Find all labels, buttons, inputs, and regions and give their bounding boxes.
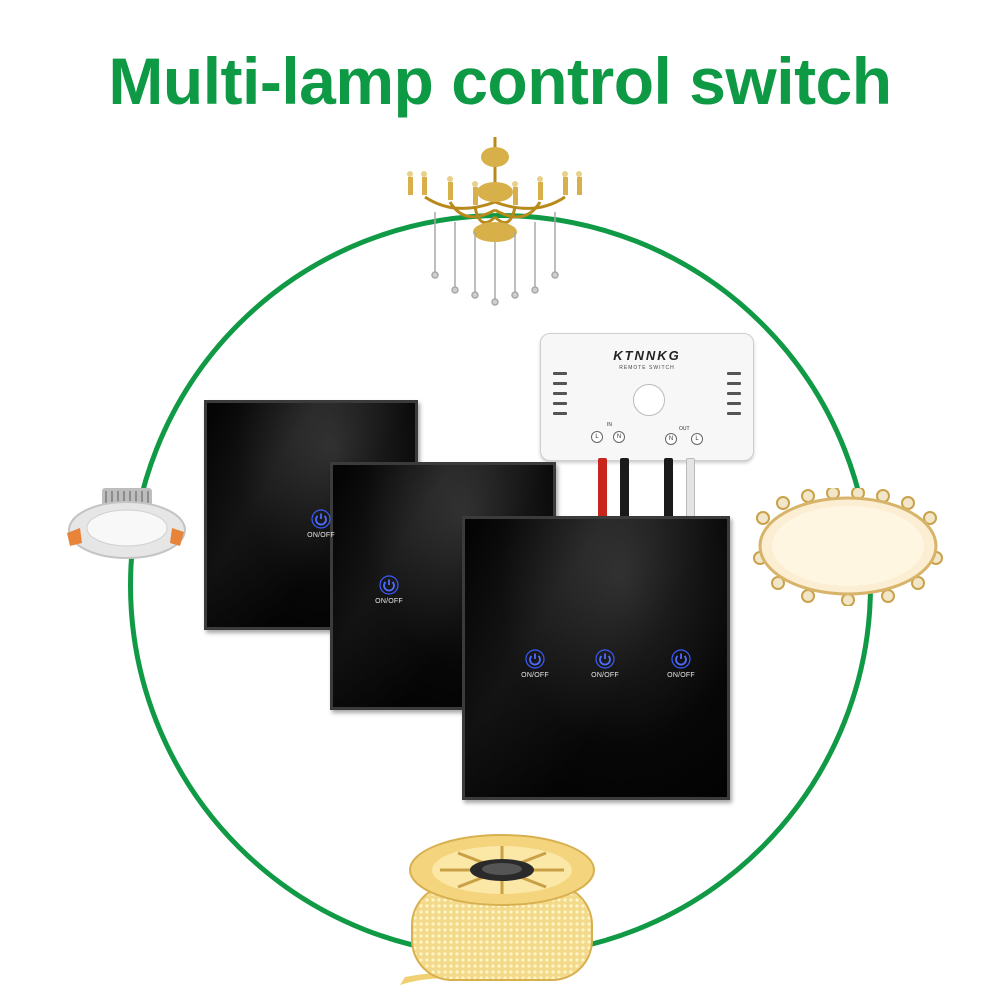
key-label: ON/OFF [375, 598, 403, 605]
chandelier-icon [407, 137, 582, 306]
led-strip-icon [400, 834, 595, 985]
terminal-out-label: OUT [679, 426, 690, 432]
downlight-icon [67, 488, 186, 559]
terminal-in-label: IN [607, 422, 612, 428]
key-label: ON/OFF [307, 532, 335, 539]
wire-white [686, 458, 695, 520]
terminal-in-n: N [613, 431, 625, 443]
module-brand: KTNNKG [613, 348, 681, 363]
vent [553, 382, 567, 385]
power-icon [671, 649, 691, 669]
vent [727, 392, 741, 395]
remote-switch-module: KTNNKG REMOTE SWITCH IN OUT L N N L [540, 333, 754, 461]
terminal-in-l: L [591, 431, 603, 443]
module-pairing-button[interactable] [633, 384, 665, 416]
vent [553, 392, 567, 395]
wire-black [620, 458, 629, 518]
vent [727, 382, 741, 385]
key-label: ON/OFF [521, 672, 549, 679]
vent [553, 412, 567, 415]
vent [727, 372, 741, 375]
switch-key-2[interactable]: ON/OFF [575, 649, 635, 679]
power-icon [311, 509, 331, 529]
wire-black-out [664, 458, 673, 520]
key-label: ON/OFF [591, 672, 619, 679]
switch-key[interactable]: ON/OFF [359, 575, 419, 605]
vent [553, 402, 567, 405]
module-subtitle: REMOTE SWITCH [619, 365, 675, 371]
switch-key[interactable]: ON/OFF [291, 509, 351, 539]
wire-red [598, 458, 607, 520]
ceiling-lamp-icon [753, 488, 943, 606]
power-icon [595, 649, 615, 669]
power-icon [379, 575, 399, 595]
terminal-out-n: N [665, 433, 677, 445]
vent [727, 412, 741, 415]
power-icon [525, 649, 545, 669]
page-title: Multi-lamp control switch [108, 44, 892, 118]
key-label: ON/OFF [667, 672, 695, 679]
vent [553, 372, 567, 375]
vent [727, 402, 741, 405]
terminal-out-l: L [691, 433, 703, 445]
switch-panel-3gang: ON/OFF ON/OFF ON/OFF [462, 516, 730, 800]
switch-key-3[interactable]: ON/OFF [651, 649, 711, 679]
switch-key-1[interactable]: ON/OFF [505, 649, 565, 679]
